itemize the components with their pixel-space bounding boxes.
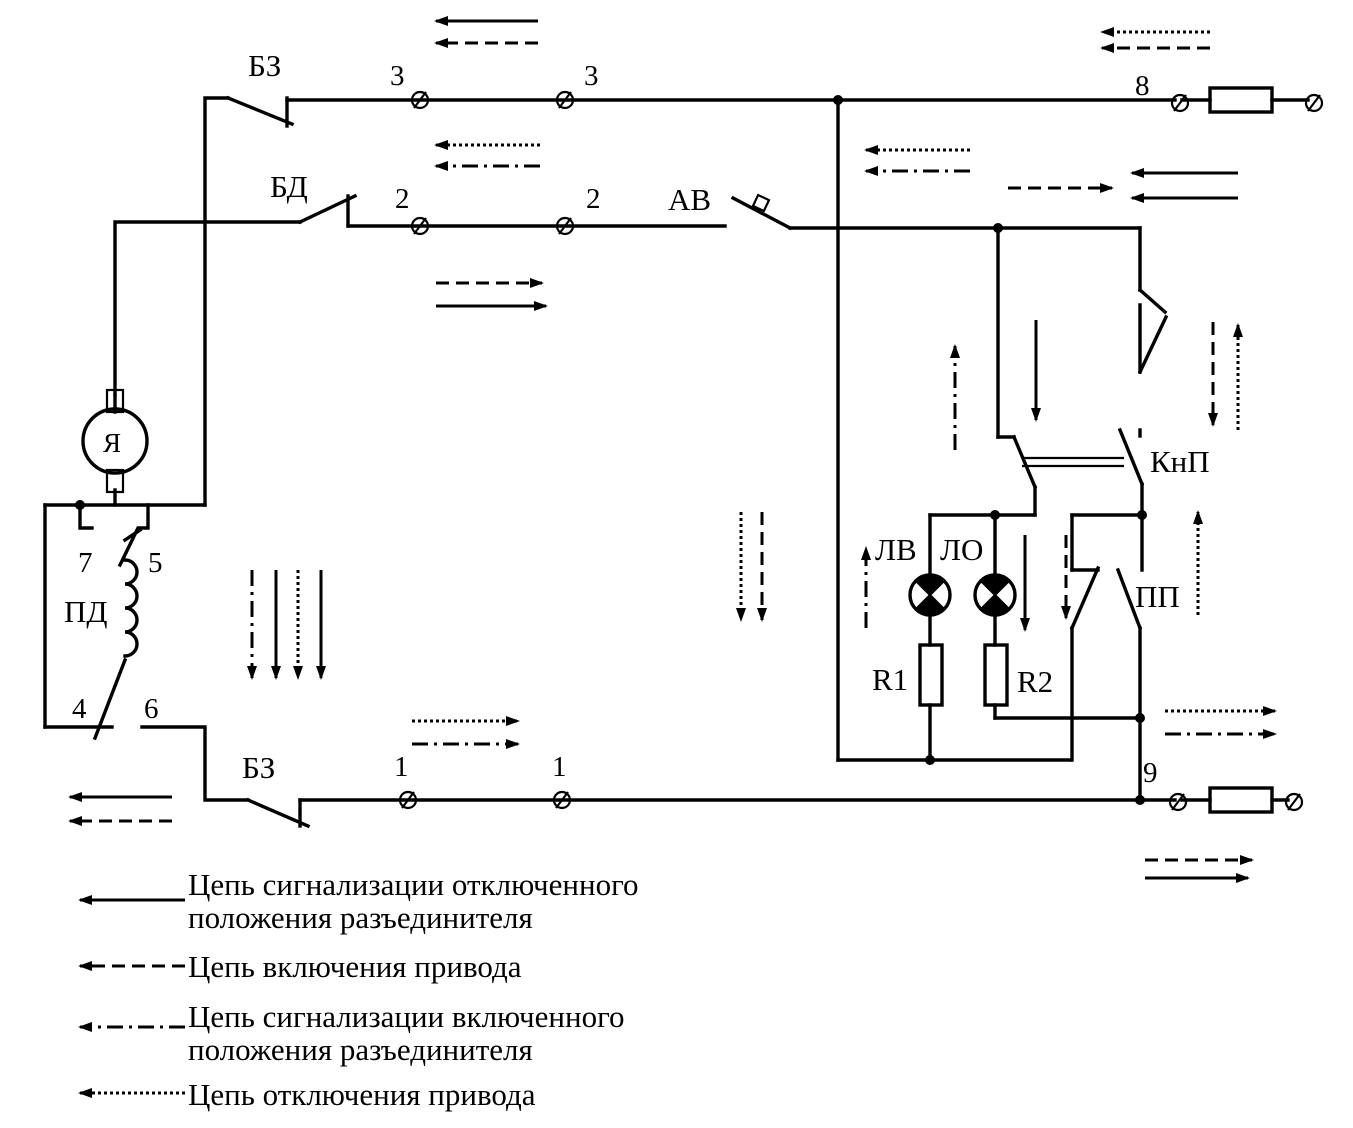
label-pd: ПД: [64, 594, 108, 629]
terminal-1-left: [398, 790, 418, 810]
label-bz-top: БЗ: [248, 48, 281, 83]
label-bz-bottom: БЗ: [242, 750, 275, 785]
legend-solid-line1: Цепь сигнализации отключенного: [188, 867, 639, 902]
terminal-8: [1170, 93, 1190, 113]
legend-item-dash-dot: Цепь сигнализации включенного положения …: [78, 999, 625, 1067]
terminal-label-4: 4: [72, 693, 87, 725]
lamp-lo: [973, 573, 1017, 617]
label-bd: БД: [270, 169, 308, 204]
legend-solid-line2: положения разъединителя: [188, 900, 533, 935]
resistor-r1: [918, 643, 944, 707]
terminal-label-2-left: 2: [395, 183, 410, 215]
label-lv: ЛВ: [875, 532, 917, 567]
terminal-label-9: 9: [1143, 757, 1158, 789]
wiring: [43, 86, 1310, 829]
legend: Цепь сигнализации отключенного положения…: [78, 867, 639, 1112]
legend-dashed-line1: Цепь включения привода: [188, 949, 522, 984]
legend-dashdot-line2: положения разъединителя: [188, 1032, 533, 1067]
label-lo: ЛО: [940, 532, 983, 567]
terminal-label-3-right: 3: [584, 60, 599, 92]
terminal-2-left: [410, 216, 430, 236]
lamp-lv: [908, 573, 952, 617]
terminal-numbers: 3 3 2 2 1 1 8 9 7 5 4 6: [72, 60, 1158, 789]
terminal-symbols: [398, 90, 1324, 812]
junction-dots: [75, 95, 1147, 805]
legend-item-dashed: Цепь включения привода: [78, 949, 522, 984]
legend-dashdot-line1: Цепь сигнализации включенного: [188, 999, 625, 1034]
terminal-3-right: [555, 90, 575, 110]
resistor-r2: [983, 643, 1009, 707]
terminal-label-8: 8: [1135, 70, 1150, 102]
legend-item-dotted: Цепь отключения привода: [78, 1077, 536, 1112]
label-av: АВ: [668, 182, 711, 217]
motor-armature: [81, 388, 149, 494]
legend-dotted-line1: Цепь отключения привода: [188, 1077, 536, 1112]
terminal-2-right: [555, 216, 575, 236]
terminal-label-1-left: 1: [394, 751, 409, 783]
terminal-label-3-left: 3: [390, 60, 405, 92]
label-r1: R1: [872, 662, 908, 697]
terminal-9-end: [1284, 792, 1304, 812]
terminal-label-5: 5: [148, 547, 163, 579]
label-r2: R2: [1017, 664, 1053, 699]
terminal-label-1-right: 1: [552, 751, 567, 783]
terminal-label-2-right: 2: [586, 183, 601, 215]
terminal-1-right: [552, 790, 572, 810]
terminal-8-end: [1304, 93, 1324, 113]
terminal-label-7: 7: [78, 547, 93, 579]
flow-arrows: [68, 16, 1277, 883]
component-labels: БЗ БД АВ Я ПД БЗ КнП ПП ЛВ ЛО R1 R2: [64, 48, 1210, 785]
label-ya: Я: [103, 428, 121, 458]
legend-item-solid: Цепь сигнализации отключенного положения…: [78, 867, 639, 935]
terminal-label-6: 6: [144, 693, 159, 725]
terminal-9: [1168, 792, 1188, 812]
label-knp: КнП: [1150, 444, 1210, 479]
label-pp: ПП: [1135, 579, 1180, 614]
terminal-3-left: [410, 90, 430, 110]
